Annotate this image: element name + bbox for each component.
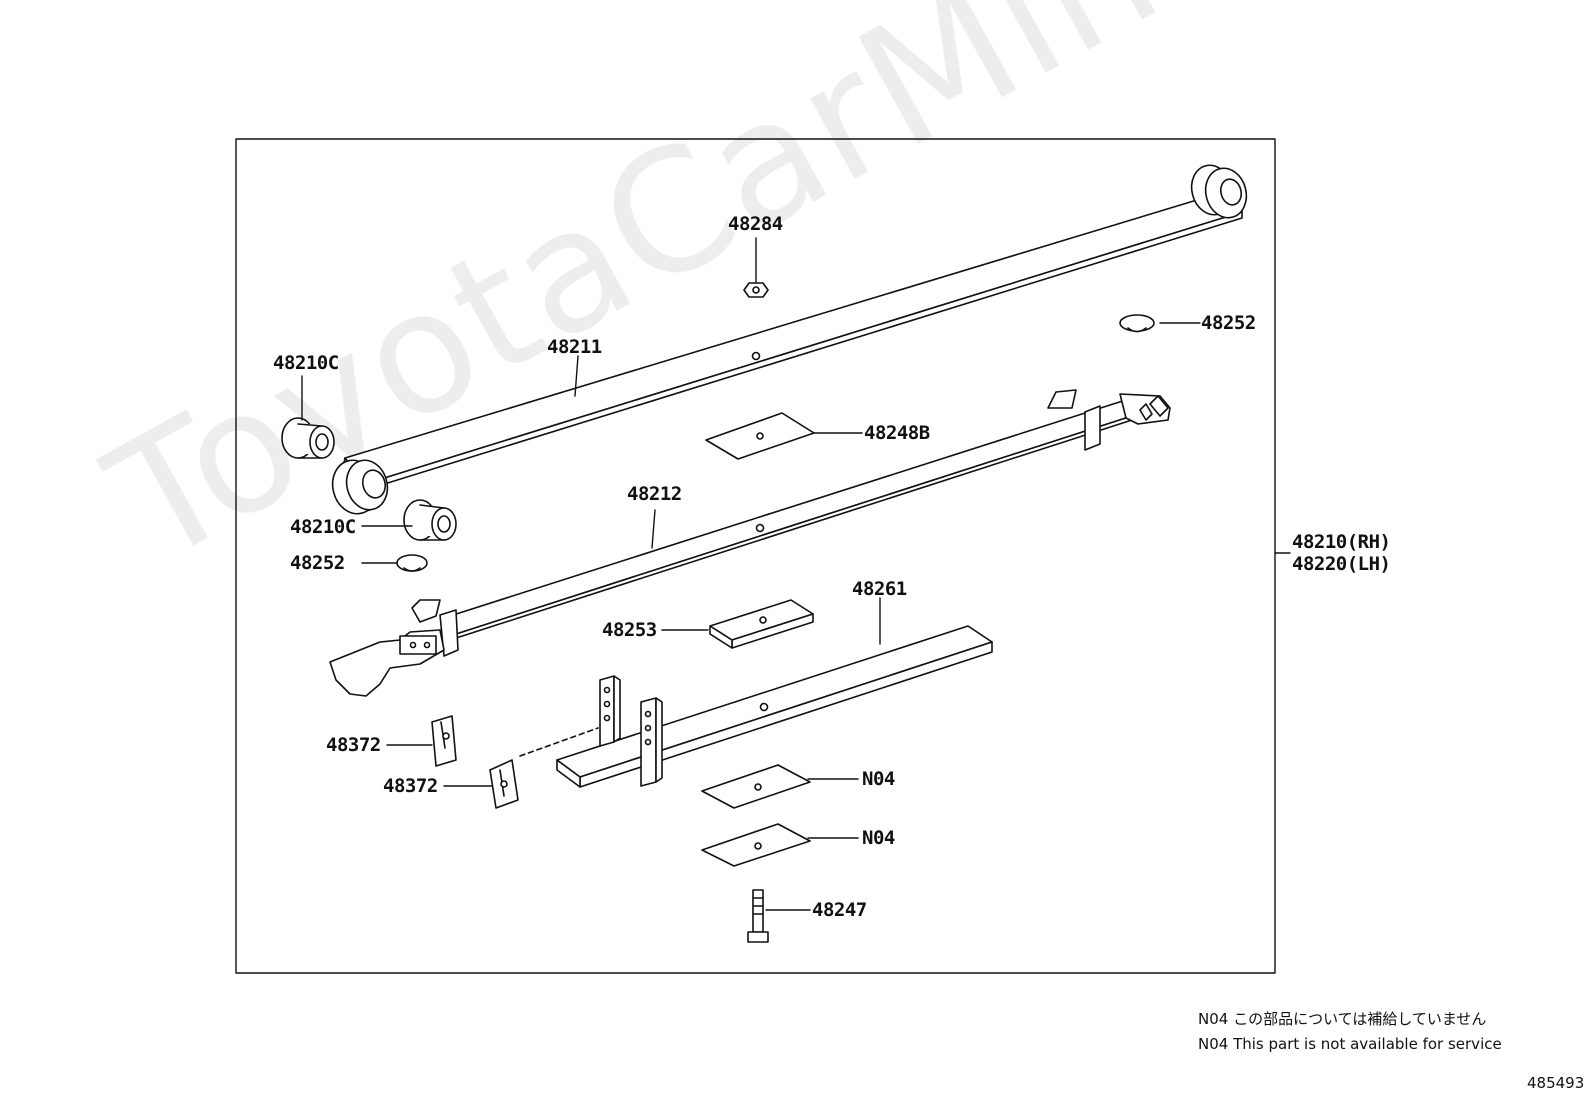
nut-48284: [743, 282, 769, 298]
callout-48210c-top: 48210C: [273, 352, 339, 374]
callout-48212: 48212: [627, 483, 682, 505]
callout-n04-b: N04: [862, 827, 895, 849]
block-48253: [709, 599, 814, 649]
callout-assembly-lh: 48220(LH): [1292, 553, 1391, 575]
callout-48211: 48211: [547, 336, 602, 358]
pad-n04-b: [701, 823, 811, 867]
clip-48372-b: [489, 759, 519, 809]
pad-n04-a: [701, 764, 811, 809]
plug-48252-bottom: [396, 554, 428, 572]
note-english: N04 This part is not available for servi…: [1198, 1035, 1502, 1053]
callout-n04-a: N04: [862, 768, 895, 790]
second-leaf-48212: [329, 389, 1171, 697]
callout-48252-top: 48252: [1201, 312, 1256, 334]
pad-48248b: [705, 412, 815, 460]
plug-48252-top: [1119, 314, 1155, 333]
note-japanese: N04 この部品については補給していません: [1198, 1010, 1487, 1028]
callout-48210c-bottom: 48210C: [290, 516, 356, 538]
callout-assembly-rh: 48210(RH): [1292, 531, 1391, 553]
overload-leaf-48261: [519, 625, 993, 788]
diagram-frame: [235, 138, 1276, 974]
leader-lines: [301, 237, 1291, 911]
bolt-48247: [747, 889, 769, 943]
figure-id: 485493: [1527, 1074, 1585, 1092]
callout-48284: 48284: [728, 213, 783, 235]
callout-48253: 48253: [602, 619, 657, 641]
bushing-48210c-top: [281, 417, 335, 459]
bushing-48210c-bottom: [403, 499, 457, 541]
callout-48248b: 48248B: [864, 422, 930, 444]
callout-48252-bottom: 48252: [290, 552, 345, 574]
clip-48372-a: [431, 715, 457, 767]
callout-48247: 48247: [812, 899, 867, 921]
main-leaf-48211: [331, 164, 1248, 515]
callout-48261: 48261: [852, 578, 907, 600]
callout-48372-b: 48372: [383, 775, 438, 797]
callout-48372-a: 48372: [326, 734, 381, 756]
